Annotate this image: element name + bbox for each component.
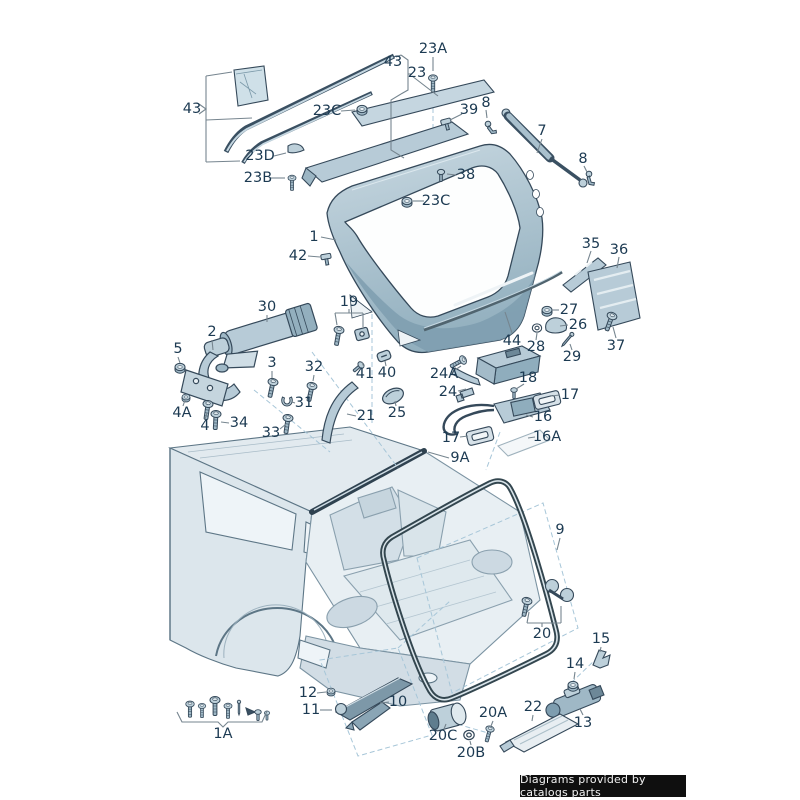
watermark-badge: Diagrams provided by catalogs parts	[520, 773, 686, 799]
latch-lock-art	[442, 345, 562, 457]
hinge-motor-art	[180, 302, 404, 444]
spoiler-and-strips-art	[223, 53, 495, 187]
tailgate-art	[326, 143, 544, 354]
gas-strut-art	[501, 108, 588, 188]
bottom-hardware-art	[245, 578, 611, 753]
roof-strip-9a-art	[309, 448, 427, 515]
tailgate-seal-art	[380, 478, 560, 703]
plates-art	[423, 257, 641, 334]
